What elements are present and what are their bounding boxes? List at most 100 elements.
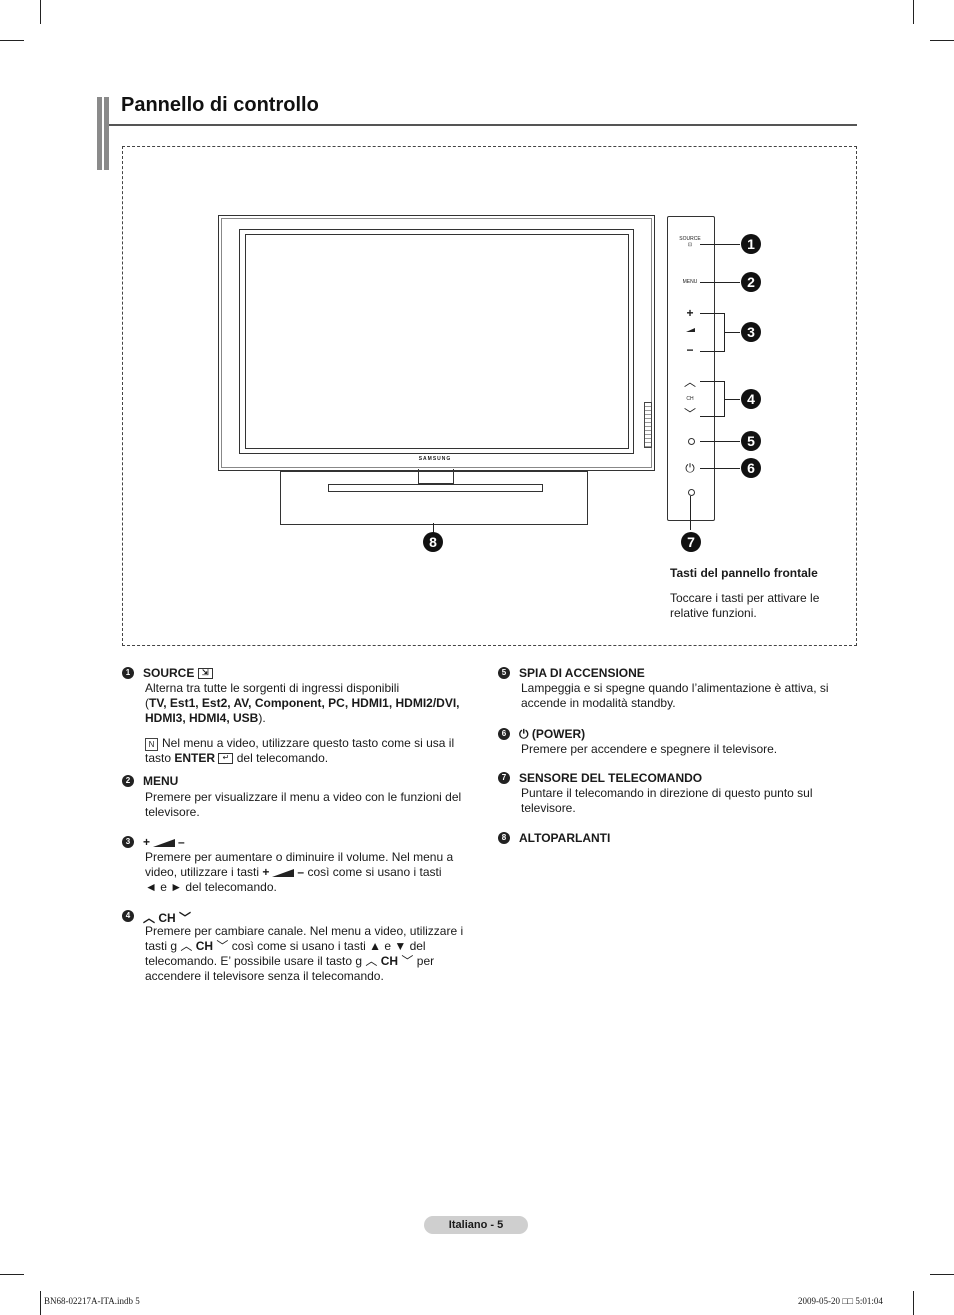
section-number: 2 [122,775,134,787]
section-body: Puntare il telecomando in direzione di q… [521,786,813,815]
volume-icon [272,868,295,877]
source-list: (TV, Est1, Est2, AV, Component, PC, HDMI… [145,696,460,725]
figure-frame [122,146,857,646]
leader-line [690,496,691,530]
leader-line [700,381,724,382]
enter-icon: ↵ [218,753,234,765]
footer-date: 2009-05-20 □□ 5:01:04 [798,1296,883,1306]
section-number: 6 [498,728,510,740]
section-body: Premere per cambiare canale. Nel menu a … [145,924,464,983]
chevron-up-icon: ︿ [365,954,378,968]
section-title: SOURCE ⇲ [143,666,213,680]
source-list-text: TV, Est1, Est2, AV, Component, PC, HDMI1… [145,696,460,725]
section-number: 3 [122,836,134,848]
panel-menu-label: MENU [682,279,698,285]
channel-up-icon: ︿ [683,375,696,389]
title-rule [109,124,857,126]
chevron-up-icon: ︿ [143,911,156,925]
panel-ch-label: CH [686,396,694,402]
chevron-down-icon: ﹀ [216,939,229,953]
tv-neck [418,469,454,484]
page-title: Pannello di controllo [121,94,319,116]
leader-line [700,244,740,245]
power-icon: ⏻ [685,461,695,475]
section-number: 7 [498,772,510,784]
callout-4: 4 [741,389,761,409]
crop-mark [930,40,954,41]
leader-line [700,282,740,283]
section-number: 1 [122,667,134,679]
crop-mark [930,1274,954,1275]
section-body: Alterna tra tutte le sorgenti di ingress… [145,681,475,726]
callout-3: 3 [741,322,761,342]
panel-source-label: SOURCE [679,236,701,242]
title-accent-bar [97,97,102,170]
section-title-text: SOURCE [143,666,195,680]
power-indicator-icon [688,438,695,445]
figure-note-body: Toccare i tasti per attivare le relative… [670,591,820,620]
crop-mark [40,0,41,24]
callout-6: 6 [741,458,761,478]
chevron-down-icon: ﹀ [179,911,192,925]
panel-source-icon: ⊡ [687,242,693,248]
tv-bezel [221,218,652,468]
section-number: 5 [498,667,510,679]
leader-line [724,332,740,333]
section-body: Premere per visualizzare il menu a video… [145,790,462,819]
section-body: Premere per aumentare o diminuire il vol… [145,850,454,894]
figure-note-title: Tasti del pannello frontale [670,566,818,580]
section-title: ︿ CH ﹀ [143,911,192,925]
leader-line [433,523,434,533]
tv-body [218,215,655,471]
callout-8: 8 [423,532,443,552]
volume-plus-icon: + [686,306,694,320]
section-title: +– [143,835,185,849]
chevron-down-icon: ﹀ [401,954,414,968]
section-title: SPIA DI ACCENSIONE [519,666,645,680]
section-title: ⏻ (POWER) [519,727,586,741]
leader-line [700,468,740,469]
leader-line [700,416,724,417]
tv-stand [280,471,588,525]
source-icon: ⇲ [197,668,213,680]
section-title: ALTOPARLANTI [519,831,611,845]
tv-screen-frame [239,229,634,454]
tv-screen [245,234,629,449]
crop-mark [0,40,24,41]
section-body: Lampeggia e si spegne quando l’alimentaz… [521,681,829,710]
callout-5: 5 [741,431,761,451]
section-number: 4 [122,910,134,922]
callout-7: 7 [681,532,701,552]
tv-stand-bar [328,484,543,492]
callout-2: 2 [741,272,761,292]
channel-down-icon: ﹀ [683,407,696,421]
crop-mark [40,1291,41,1315]
control-panel [667,216,715,521]
leader-line [700,441,740,442]
chevron-up-icon: ︿ [180,939,193,953]
tv-logo: SAMSUNG [418,456,452,462]
section-text: Alterna tra tutte le sorgenti di ingress… [145,681,400,695]
footer-file: BN68-02217A-ITA.indb 5 [44,1296,140,1306]
volume-minus-icon: − [686,343,694,357]
crop-mark [913,1291,914,1315]
power-icon: ⏻ [519,727,529,741]
leader-line [724,399,740,400]
crop-mark [913,0,914,24]
section-number: 8 [498,832,510,844]
volume-icon [686,328,695,332]
section-body: Premere per accendere e spegnere il tele… [521,742,778,756]
title-accent-bar [104,97,109,170]
tv-side-buttons [644,402,652,448]
page-number: Italiano - 5 [424,1216,528,1234]
section-title: SENSORE DEL TELECOMANDO [519,771,703,785]
section-title: MENU [143,774,179,788]
volume-icon [153,838,176,847]
crop-mark [0,1274,24,1275]
remote-sensor-icon [688,489,695,496]
callout-1: 1 [741,234,761,254]
leader-line [700,313,724,314]
note-icon: N [145,738,158,751]
leader-line [700,351,724,352]
